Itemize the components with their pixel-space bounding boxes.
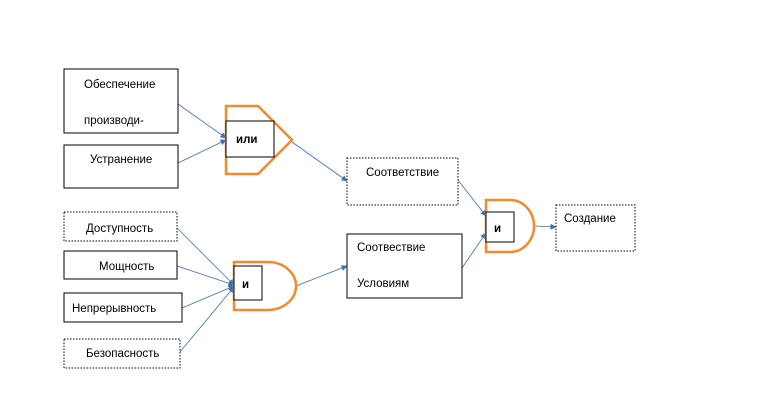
node-power-label: Мощность bbox=[99, 261, 154, 273]
or-gate: или bbox=[224, 104, 294, 176]
connector-provision-to-or bbox=[177, 103, 227, 139]
connector-security-to-and bbox=[179, 286, 235, 353]
and-gate-left-label: и bbox=[242, 279, 249, 291]
connector-elimination-to-or bbox=[177, 139, 227, 164]
connector-availability-to-and bbox=[176, 227, 235, 286]
connector-and-right-to-creation bbox=[533, 223, 557, 230]
node-creation-label: Создание bbox=[564, 213, 616, 225]
node-provision-line1: Обеспечение bbox=[84, 79, 155, 91]
node-availability-label: Доступность bbox=[86, 223, 153, 235]
connector-continuity-to-and bbox=[181, 285, 235, 309]
node-elimination-label: Устранение bbox=[90, 154, 152, 166]
node-availability: Доступность bbox=[63, 211, 178, 242]
node-continuity: Непрерывность bbox=[63, 292, 183, 323]
connector-conformity-conditions-to-and-right bbox=[461, 232, 487, 269]
node-security: Безопасность bbox=[63, 338, 181, 369]
node-creation: Создание bbox=[555, 204, 636, 252]
node-conformity-conditions: Соотвествие Условиям bbox=[346, 233, 463, 299]
and-gate-right-label: и bbox=[494, 223, 501, 235]
connector-and-to-conformity-conditions bbox=[295, 265, 348, 287]
and-gate-left: и bbox=[232, 260, 298, 312]
connector-or-to-conformity bbox=[291, 141, 348, 182]
node-conformity-conditions-line2: Условиям bbox=[357, 278, 409, 290]
node-conformity: Соответствие bbox=[346, 157, 459, 206]
and-gate-right: и bbox=[484, 198, 536, 254]
connectors bbox=[176, 103, 557, 353]
node-security-label: Безопасность bbox=[86, 348, 159, 360]
node-elimination: Устранение bbox=[63, 144, 179, 189]
node-conformity-label: Соответствие bbox=[366, 167, 439, 179]
connector-power-to-and bbox=[176, 265, 235, 287]
node-conformity-conditions-line1: Соотвествие bbox=[357, 242, 425, 254]
node-continuity-label: Непрерывность bbox=[72, 303, 156, 315]
connector-conformity-to-and-right bbox=[457, 179, 487, 217]
node-power: Мощность bbox=[63, 250, 178, 280]
or-gate-label: или bbox=[236, 134, 257, 146]
node-provision: Обеспечение производи- bbox=[63, 68, 179, 134]
node-provision-line2: производи- bbox=[84, 115, 144, 127]
